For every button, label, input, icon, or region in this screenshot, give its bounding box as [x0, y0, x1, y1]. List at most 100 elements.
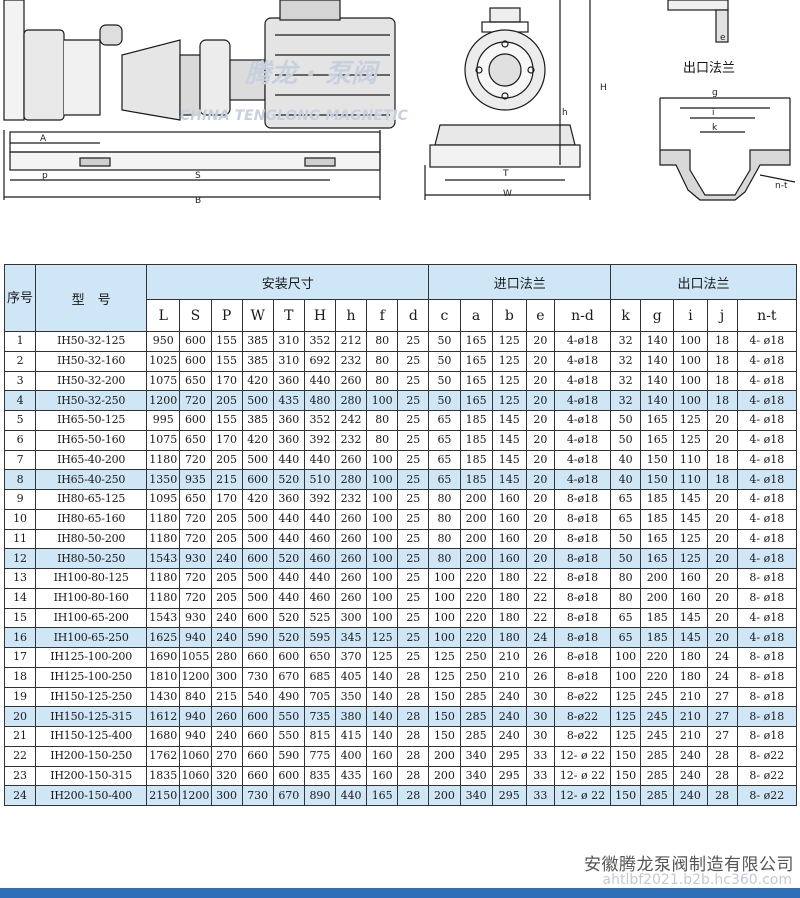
dimension-cell: 720 — [179, 528, 212, 550]
dimension-cell: 1095 — [146, 489, 181, 510]
dimension-cell: 160 — [673, 587, 708, 609]
dimension-cell: 155 — [210, 410, 243, 431]
dimension-cell: 145 — [673, 508, 708, 530]
dimension-cell: 480 — [303, 390, 337, 411]
dimension-cell: 340 — [459, 745, 493, 767]
dimension-cell: 25 — [397, 370, 430, 392]
dimension-cell: 210 — [673, 726, 708, 747]
dimension-cell: 8-ø18 — [553, 489, 612, 510]
row-index-cell: 16 — [3, 627, 37, 648]
dimension-cell: 100 — [366, 607, 399, 629]
dim-label-A: A — [40, 134, 47, 144]
dimension-cell: 140 — [640, 350, 675, 372]
dimension-cell: 600 — [272, 765, 305, 787]
dimension-cell: 65 — [428, 449, 461, 471]
dimension-cell: 30 — [525, 686, 555, 708]
dimension-cell: 240 — [210, 607, 243, 629]
dimension-cell: 295 — [491, 745, 527, 767]
dimension-cell: 22 — [525, 607, 555, 629]
dimension-cell: 170 — [210, 370, 243, 392]
dimension-cell: 285 — [459, 706, 493, 727]
dimension-cell: 220 — [640, 666, 675, 688]
dimension-cell: 240 — [673, 765, 708, 787]
model-cell: IH200-150-250 — [35, 745, 148, 767]
dim-label-nt: n-t — [775, 181, 788, 191]
technical-drawing: 腾龙 · 泵阀 CHINA TENGLONG MAGNETIC A p S B … — [0, 0, 800, 262]
dimension-cell: 100 — [366, 469, 399, 490]
dimension-cell: 160 — [366, 765, 399, 787]
model-cell: IH150-125-400 — [35, 726, 148, 747]
pump-dimension-drawing: 腾龙 · 泵阀 CHINA TENGLONG MAGNETIC A p S B … — [3, 0, 796, 206]
sub-header-cell: a — [459, 299, 493, 332]
dimension-cell: 440 — [272, 587, 305, 609]
dimension-cell: 80 — [366, 429, 399, 451]
row-index-cell: 14 — [3, 587, 37, 609]
dimension-cell: 205 — [210, 390, 243, 411]
dimension-cell: 245 — [640, 726, 675, 747]
dimension-cell: 140 — [640, 390, 675, 411]
dimension-cell: 145 — [491, 469, 527, 490]
dimension-cell: 27 — [706, 686, 738, 708]
model-cell: IH125-100-250 — [35, 666, 148, 688]
dimension-cell: 20 — [706, 489, 738, 510]
dimension-cell: 165 — [366, 785, 399, 806]
dimension-cell: 18 — [706, 390, 738, 411]
dimension-cell: 8-ø18 — [553, 508, 612, 530]
dimension-cell: 4- ø18 — [736, 489, 798, 510]
row-index-cell: 19 — [3, 686, 37, 708]
dimension-cell: 520 — [272, 607, 305, 629]
sub-header-cell: T — [272, 299, 305, 332]
dimension-cell: 155 — [210, 331, 243, 352]
dimension-cell: 8- ø18 — [736, 568, 798, 589]
dimension-cell: 280 — [334, 469, 368, 490]
dimension-cell: 360 — [272, 489, 305, 510]
dimension-cell: 520 — [272, 469, 305, 490]
dimension-cell: 32 — [610, 390, 642, 411]
dimension-cell: 220 — [640, 647, 675, 668]
dimension-cell: 200 — [640, 587, 675, 609]
dimension-cell: 270 — [210, 745, 243, 767]
dimension-cell: 600 — [179, 350, 212, 372]
outlet-flange-detail — [659, 0, 796, 201]
dimension-cell: 25 — [397, 429, 430, 451]
dimension-cell: 160 — [673, 568, 708, 589]
dimension-cell: 18 — [706, 370, 738, 392]
dimension-cell: 8-ø18 — [553, 587, 612, 609]
dimension-cell: 300 — [210, 666, 243, 688]
dimension-cell: 735 — [303, 706, 337, 727]
dimension-cell: 100 — [428, 568, 461, 589]
dimension-cell: 25 — [397, 489, 430, 510]
dimension-cell: 692 — [303, 350, 337, 372]
dimension-cell: 150 — [640, 469, 675, 490]
model-cell: IH65-50-125 — [35, 410, 148, 431]
dimension-cell: 210 — [673, 686, 708, 708]
dimension-cell: 670 — [272, 785, 305, 806]
dimension-cell: 280 — [210, 647, 243, 668]
dimension-cell: 200 — [459, 528, 493, 550]
dimension-cell: 352 — [303, 331, 337, 352]
dimension-cell: 33 — [525, 745, 555, 767]
dimension-cell: 185 — [459, 449, 493, 471]
dimension-cell: 440 — [272, 568, 305, 589]
dimension-cell: 65 — [428, 429, 461, 451]
dimension-cell: 600 — [241, 607, 274, 629]
dimension-cell: 140 — [366, 706, 399, 727]
pump-front-view — [424, 0, 591, 200]
dimension-cell: 205 — [210, 449, 243, 471]
dimension-cell: 32 — [610, 350, 642, 372]
outlet-flange-caption: 出口法兰 — [683, 61, 735, 76]
dimension-cell: 360 — [272, 429, 305, 451]
dimension-cell: 940 — [179, 627, 212, 648]
dimension-cell: 260 — [334, 548, 368, 569]
row-index-cell: 8 — [3, 469, 37, 490]
dimension-cell: 320 — [210, 765, 243, 787]
dimension-cell: 165 — [459, 390, 493, 411]
